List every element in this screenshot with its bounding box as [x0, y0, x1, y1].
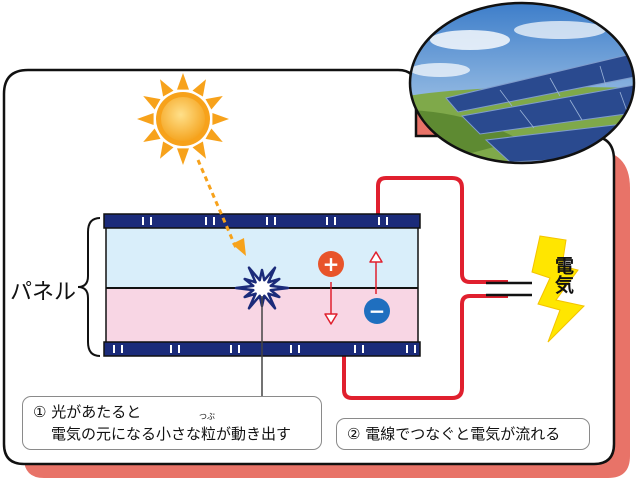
ruby-group: つぶ粒: [199, 413, 217, 445]
step1-line1: ① 光があたると: [33, 403, 142, 421]
edge-tick: [178, 345, 180, 353]
lightning-icon: [531, 235, 586, 343]
edge-tick: [113, 345, 115, 353]
sun-ray: [143, 128, 161, 142]
sun-ray: [160, 79, 174, 97]
terminal: [486, 281, 532, 297]
step1-text-before: 電気の元になる小さな: [51, 425, 202, 443]
edge-tick: [362, 345, 364, 353]
edge-tick: [142, 217, 144, 225]
edge-tick: [378, 217, 380, 225]
arrow-down-icon: [324, 282, 338, 325]
sun-ray: [192, 141, 206, 159]
sun-ray: [160, 141, 174, 159]
edge-tick: [290, 345, 292, 353]
plus-sign: +: [323, 252, 340, 276]
edge-tick: [205, 217, 207, 225]
sun-ray: [137, 113, 154, 125]
edge-tick: [326, 217, 328, 225]
edge-tick: [238, 345, 240, 353]
edge-tick: [354, 345, 356, 353]
electricity-label: 電気: [552, 256, 574, 294]
sun-icon: [137, 73, 229, 165]
light-ray: [196, 159, 238, 249]
minus-sign: −: [369, 299, 386, 323]
sun-ray: [192, 79, 206, 97]
sun-ray: [205, 96, 223, 110]
step1-caption: ① 光があたると 電気の元になる小さなつぶ粒が動き出す: [22, 396, 322, 450]
edge-tick: [406, 345, 408, 353]
wire-bottom: [342, 294, 508, 400]
sun-ray: [143, 96, 161, 110]
edge-tick: [298, 345, 300, 353]
wires: [342, 176, 508, 400]
step1-line2: 電気の元になる小さなつぶ粒が動き出す: [33, 413, 311, 445]
edge-tick: [150, 217, 152, 225]
edge-tick: [414, 345, 416, 353]
edge-tick: [230, 345, 232, 353]
wire-top: [376, 176, 508, 284]
edge-tick: [170, 345, 172, 353]
ruby-base: 粒: [201, 425, 217, 443]
plus-badge-icon: +: [318, 251, 344, 277]
edge-tick: [386, 217, 388, 225]
ruby-reading: つぶ: [199, 412, 216, 421]
step2-caption: ② 電線でつなぐと電気が流れる: [336, 418, 590, 450]
sun-ray: [205, 128, 223, 142]
edge-tick: [121, 345, 123, 353]
step1-text-after: が動き出す: [216, 425, 292, 443]
panel-brace: [77, 217, 101, 357]
edge-tick: [334, 217, 336, 225]
light-ray-arrowhead: [232, 238, 246, 256]
solar-farm-photo: [408, 1, 636, 165]
sun-ray: [177, 73, 189, 90]
sun-ray: [212, 113, 229, 125]
panel-label: パネル: [10, 280, 77, 305]
burst-icon: [234, 266, 290, 310]
edge-tick: [274, 217, 276, 225]
sun-ray: [177, 148, 189, 165]
edge-tick: [213, 217, 215, 225]
edge-tick: [266, 217, 268, 225]
arrow-up-icon: [369, 251, 383, 294]
panel-top-edge: [103, 213, 421, 229]
minus-badge-icon: −: [364, 298, 390, 324]
